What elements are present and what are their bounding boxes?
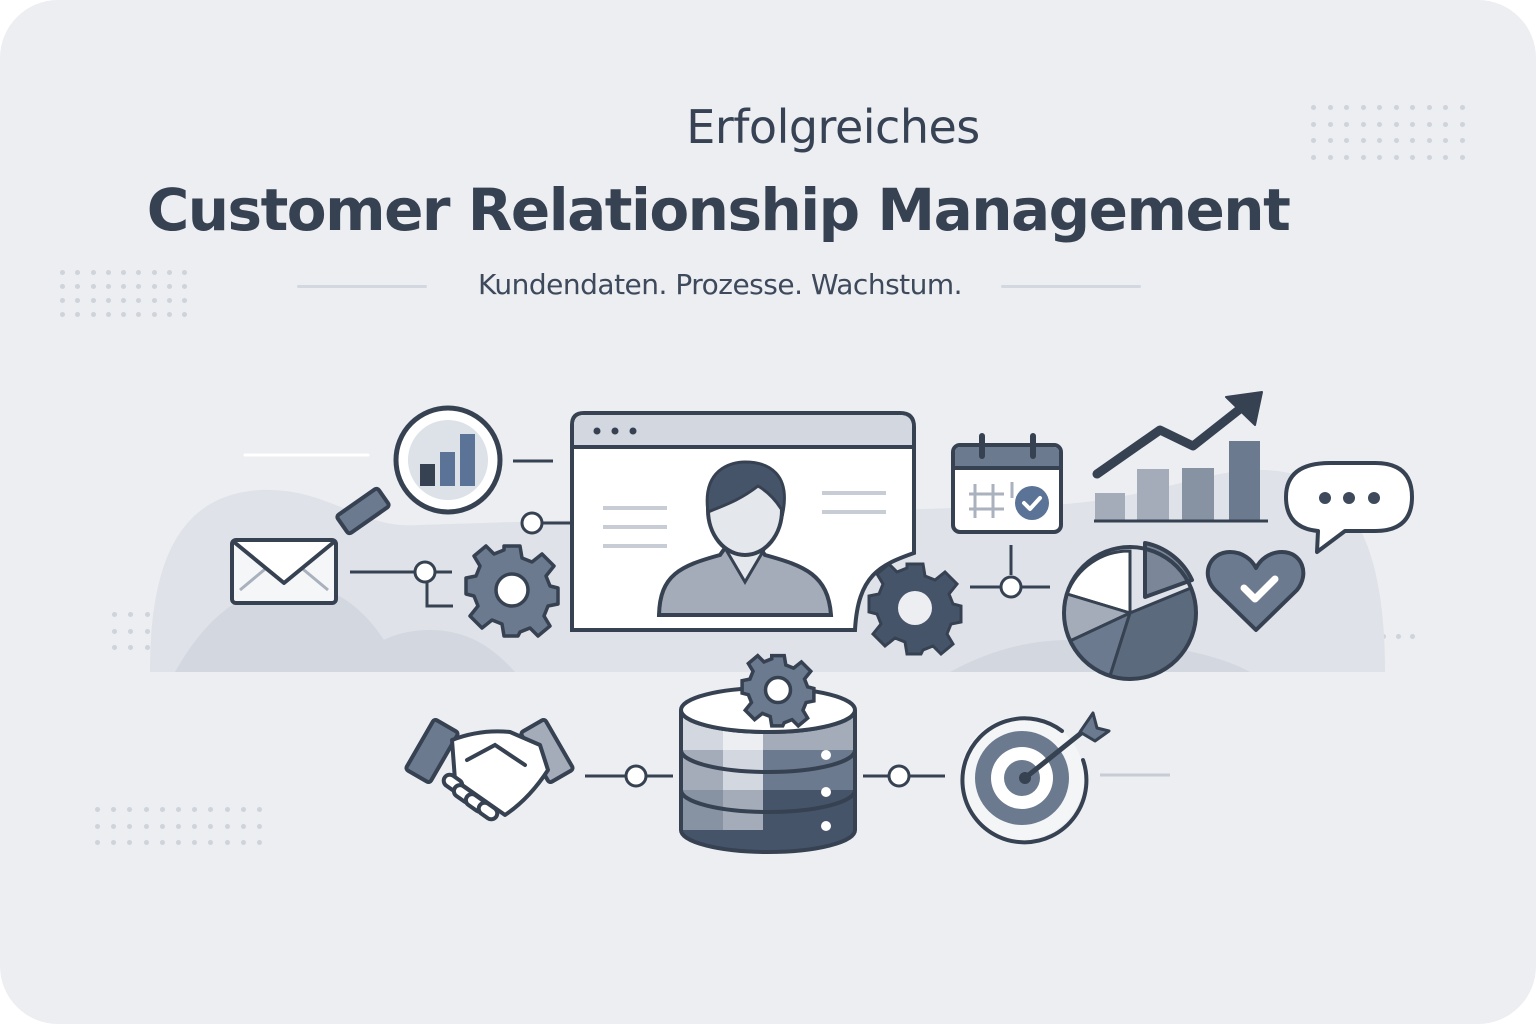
gear-icon [867, 561, 963, 657]
envelope-icon [230, 538, 453, 608]
dot-grid-bottom-left [95, 807, 273, 845]
target-arrow-icon [960, 711, 1170, 845]
divider-right [1001, 285, 1141, 288]
page-title: Customer Relationship Management [146, 176, 1291, 244]
database-gear-icon [679, 653, 945, 854]
growth-bar-chart-icon [1092, 391, 1268, 523]
browser-profile-icon [520, 411, 916, 632]
speech-bubble-icon [1284, 461, 1414, 554]
gear-icon [464, 544, 560, 638]
heart-check-icon [1205, 550, 1306, 632]
eyebrow-heading: Erfolgreiches [686, 100, 980, 154]
calendar-check-icon [951, 433, 1063, 599]
tagline: Kundendaten. Prozesse. Wachstum. [477, 268, 963, 301]
dot-grid-top-right [1311, 105, 1476, 160]
dot-grid-top-left [60, 270, 198, 317]
pie-chart-icon [1062, 541, 1198, 681]
handshake-icon [404, 717, 673, 822]
divider-left [297, 285, 427, 288]
magnifier-chart-icon [335, 405, 553, 536]
